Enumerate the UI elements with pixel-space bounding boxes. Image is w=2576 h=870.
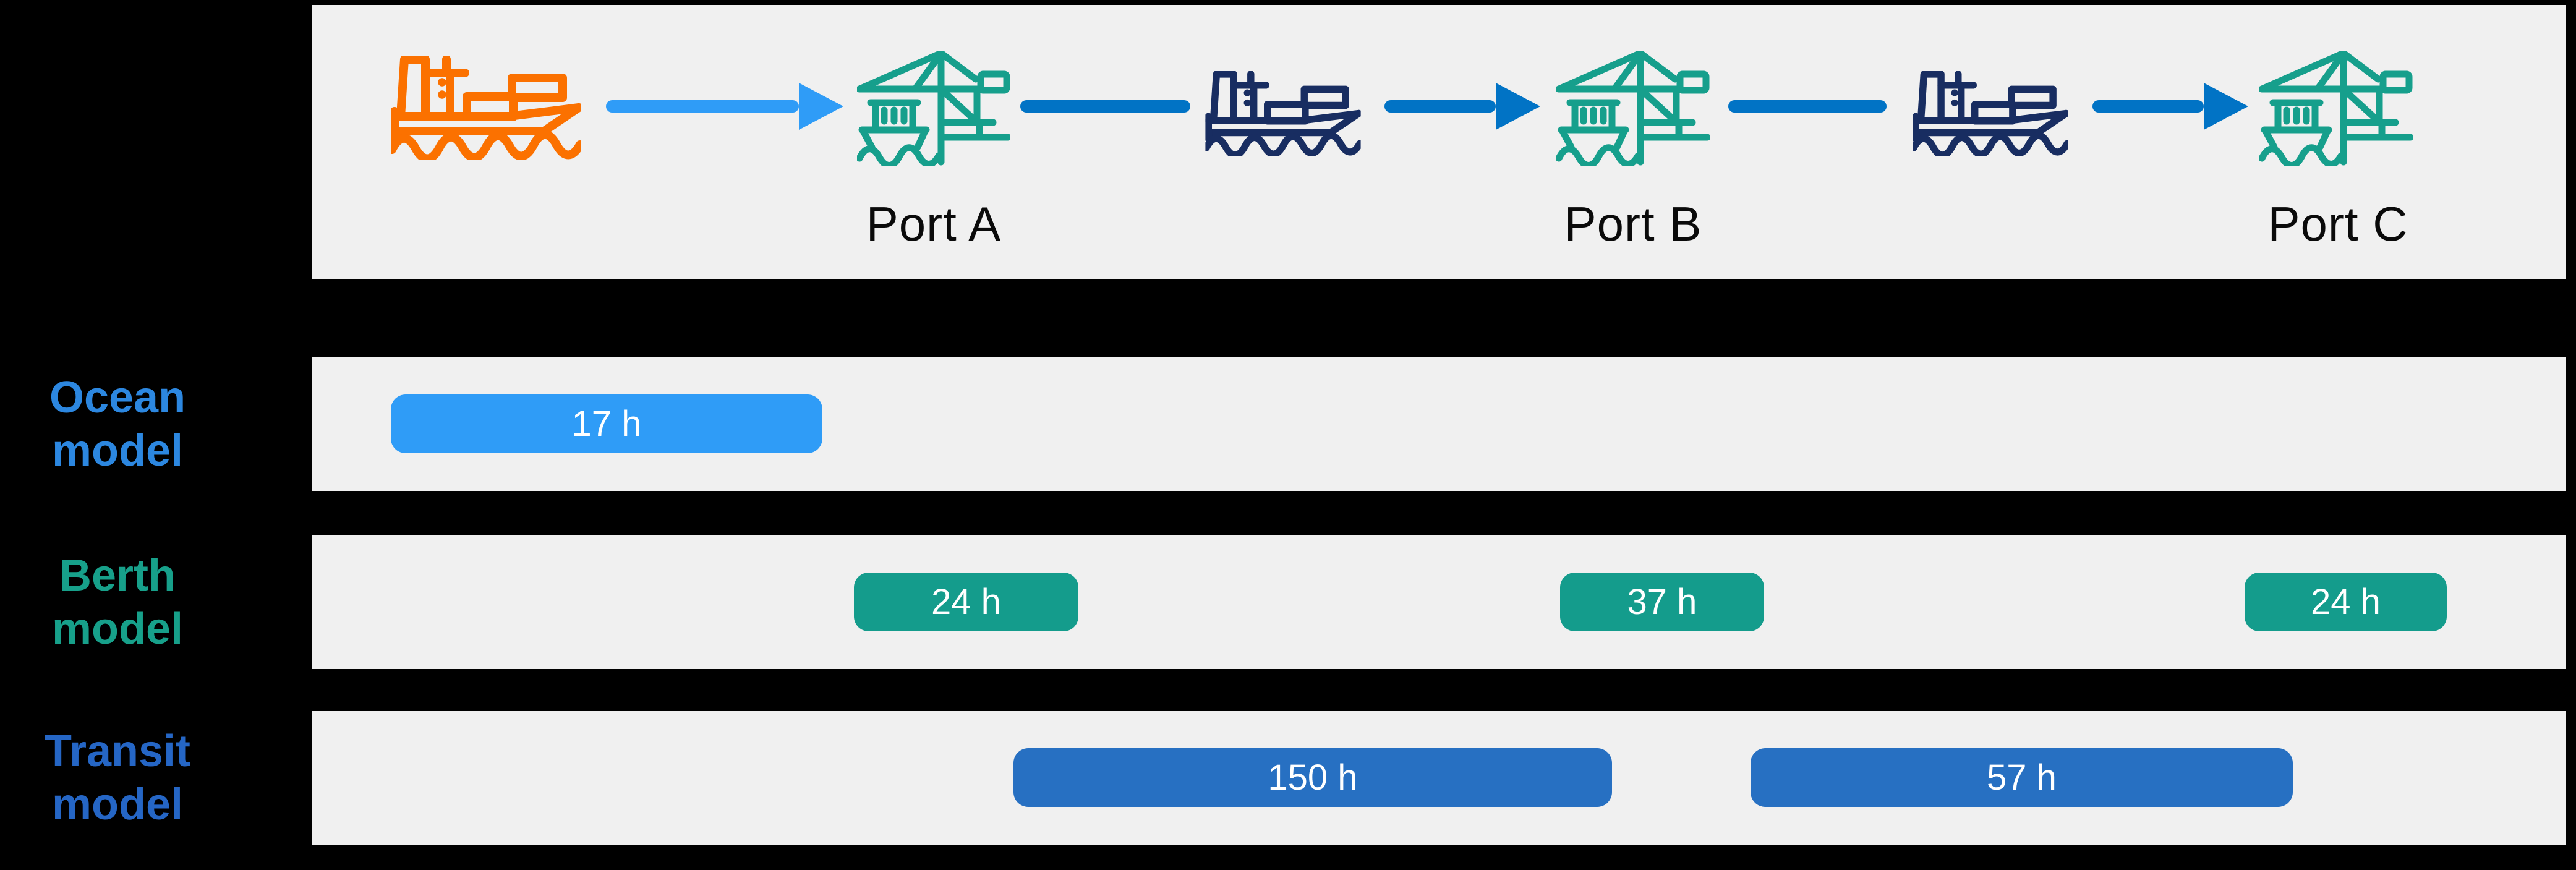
row-label-line: model xyxy=(51,604,184,654)
duration-bar-berth-24h-port-c: 24 h xyxy=(2245,573,2447,631)
row-label-line: Berth xyxy=(59,551,176,600)
duration-bar-berth-24h-port-a: 24 h xyxy=(854,573,1078,631)
row-label-line: model xyxy=(51,426,184,476)
duration-bar-ocean-17h: 17 h xyxy=(391,394,822,453)
cargo-ship-icon xyxy=(1205,71,1361,156)
container-crane-icon xyxy=(1556,51,1710,166)
arrow-right-icon xyxy=(2204,83,2248,130)
duration-bar-transit-150h: 150 h xyxy=(1013,748,1612,807)
container-crane-icon xyxy=(2259,51,2413,166)
port-b-label: Port B xyxy=(1564,196,1702,251)
port-a-label: Port A xyxy=(866,196,1002,251)
row-label-line: Transit xyxy=(44,727,191,776)
flow-arrow-shaft xyxy=(606,100,799,113)
ocean-model-row-label: Ocean model xyxy=(0,371,235,477)
duration-bar-berth-37h-port-b: 37 h xyxy=(1560,573,1764,631)
flow-arrow-shaft xyxy=(1384,100,1496,113)
ocean-model-band: 17 h xyxy=(312,357,2566,491)
voyage-flow-panel: Port A Port B Port C xyxy=(312,5,2566,279)
arrow-right-icon xyxy=(1496,83,1540,130)
cargo-ship-icon xyxy=(391,56,581,160)
row-label-line: Ocean xyxy=(49,373,186,422)
container-crane-icon xyxy=(857,51,1010,166)
flow-line xyxy=(1728,100,1887,113)
transit-model-row-label: Transit model xyxy=(0,725,235,831)
flow-line xyxy=(1020,100,1190,113)
arrow-right-icon xyxy=(799,83,843,130)
berth-model-row-label: Berth model xyxy=(0,549,235,655)
cargo-ship-icon xyxy=(1913,71,2068,156)
duration-bar-transit-57h: 57 h xyxy=(1751,748,2293,807)
transit-model-band: 150 h 57 h xyxy=(312,711,2566,845)
berth-model-band: 24 h 37 h 24 h xyxy=(312,535,2566,669)
flow-arrow-shaft xyxy=(2092,100,2204,113)
row-label-line: model xyxy=(51,780,184,829)
port-c-label: Port C xyxy=(2267,196,2408,251)
